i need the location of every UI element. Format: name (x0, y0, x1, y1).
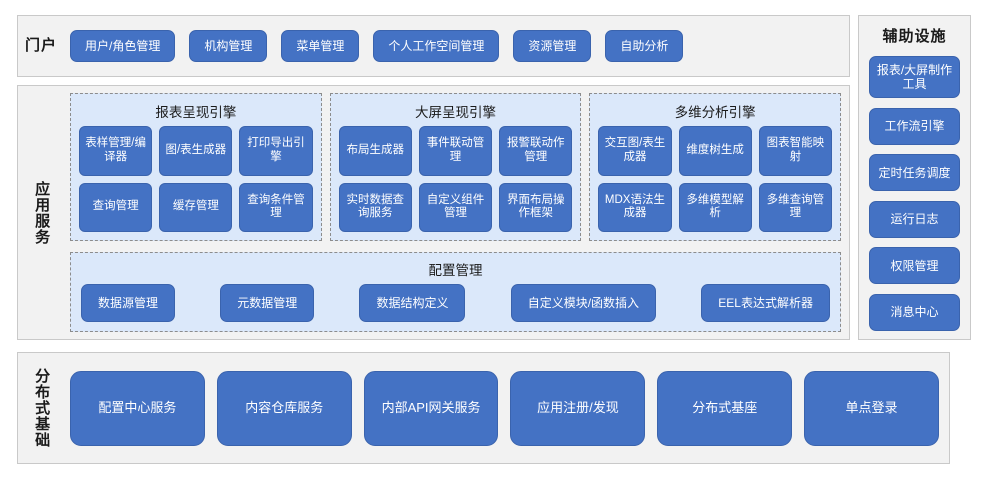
dist-item-single-sign-on[interactable]: 单点登录 (804, 370, 939, 446)
engine-item-table-template-compiler[interactable]: 表样管理/编译器 (79, 126, 153, 176)
aux-item-runtime-log[interactable]: 运行日志 (869, 200, 960, 238)
engine-item-alarm-linkage-action-management[interactable]: 报警联动作管理 (499, 126, 573, 176)
portal-item-user-role-management[interactable]: 用户/角色管理 (70, 30, 176, 62)
engine-item-event-linkage-management[interactable]: 事件联动管理 (418, 126, 493, 176)
config-item-eel-expression-parser[interactable]: EEL表达式解析器 (701, 284, 830, 322)
distributed-foundation-row: 配置中心服务 内容仓库服务 内部API网关服务 应用注册/发现 分布式基座 单点… (70, 353, 939, 463)
large-screen-rendering-engine-grid: 布局生成器 事件联动管理 报警联动作管理 实时数据查询服务 自定义组件管理 界面… (338, 126, 573, 232)
configuration-management-title: 配置管理 (428, 263, 483, 278)
config-item-custom-module-function-insertion[interactable]: 自定义模块/函数插入 (510, 284, 657, 322)
engine-item-custom-component-management[interactable]: 自定义组件管理 (418, 182, 493, 232)
engine-item-chart-intelligent-mapping[interactable]: 图表智能映射 (758, 126, 833, 176)
auxiliary-facilities-list: 报表/大屏制作工具 工作流引擎 定时任务调度 运行日志 权限管理 消息中心 (869, 56, 960, 331)
engine-item-multidimensional-query-management[interactable]: 多维查询管理 (758, 182, 833, 232)
engine-item-layout-generator[interactable]: 布局生成器 (338, 126, 412, 176)
engine-item-cache-management[interactable]: 缓存管理 (159, 182, 233, 232)
multidimensional-analysis-engine-title: 多维分析引擎 (674, 105, 756, 120)
dist-item-content-repository-service[interactable]: 内容仓库服务 (216, 370, 352, 446)
portal-section-label: 门户 (24, 37, 57, 55)
multidimensional-analysis-engine-group: 多维分析引擎 交互图/表生成器 维度树生成 图表智能映射 MDX语法生成器 多维… (589, 93, 842, 241)
report-rendering-engine-grid: 表样管理/编译器 图/表生成器 打印导出引擎 查询管理 缓存管理 查询条件管理 (79, 126, 313, 232)
engine-item-interactive-chart-table-generator[interactable]: 交互图/表生成器 (598, 126, 672, 176)
engine-item-print-export-engine[interactable]: 打印导出引擎 (239, 126, 313, 176)
config-item-datasource-management[interactable]: 数据源管理 (81, 284, 176, 322)
multidimensional-analysis-engine-grid: 交互图/表生成器 维度树生成 图表智能映射 MDX语法生成器 多维模型解析 多维… (598, 126, 833, 232)
configuration-management-row: 数据源管理 元数据管理 数据结构定义 自定义模块/函数插入 EEL表达式解析器 (81, 284, 830, 322)
portal-item-organization-management[interactable]: 机构管理 (189, 30, 268, 62)
engine-item-query-management[interactable]: 查询管理 (79, 182, 153, 232)
engine-item-chart-table-generator[interactable]: 图/表生成器 (159, 126, 233, 176)
large-screen-rendering-engine-group: 大屏呈现引擎 布局生成器 事件联动管理 报警联动作管理 实时数据查询服务 自定义… (329, 93, 582, 241)
auxiliary-facilities-section: 辅助设施 报表/大屏制作工具 工作流引擎 定时任务调度 运行日志 权限管理 消息… (858, 15, 971, 340)
dist-item-app-registration-discovery[interactable]: 应用注册/发现 (510, 370, 646, 446)
distributed-foundation-section-label: 分布式基础 (33, 368, 51, 448)
portal-item-personal-workspace-management[interactable]: 个人工作空间管理 (373, 30, 500, 62)
distributed-foundation-section: 分布式基础 配置中心服务 内容仓库服务 内部API网关服务 应用注册/发现 分布… (17, 352, 950, 464)
large-screen-rendering-engine-title: 大屏呈现引擎 (415, 105, 496, 120)
aux-item-message-center[interactable]: 消息中心 (869, 293, 960, 331)
portal-item-self-service-analysis[interactable]: 自助分析 (605, 30, 684, 62)
aux-item-scheduled-task-scheduling[interactable]: 定时任务调度 (869, 154, 960, 192)
engine-item-realtime-data-query-service[interactable]: 实时数据查询服务 (338, 182, 412, 232)
aux-item-permission-management[interactable]: 权限管理 (869, 247, 960, 285)
application-services-section: 应用服务 报表呈现引擎 表样管理/编译器 图/表生成器 打印导出引擎 查询管理 … (17, 85, 850, 340)
engine-item-ui-layout-operation-framework[interactable]: 界面布局操作框架 (499, 182, 573, 232)
engine-item-dimension-tree-generation[interactable]: 维度树生成 (678, 126, 752, 176)
application-services-section-label: 应用服务 (33, 180, 51, 245)
config-item-data-structure-definition[interactable]: 数据结构定义 (359, 284, 466, 322)
report-rendering-engine-group: 报表呈现引擎 表样管理/编译器 图/表生成器 打印导出引擎 查询管理 缓存管理 … (70, 93, 322, 241)
portal-button-row: 用户/角色管理 机构管理 菜单管理 个人工作空间管理 资源管理 自助分析 (70, 16, 841, 76)
portal-section: 门户 用户/角色管理 机构管理 菜单管理 个人工作空间管理 资源管理 自助分析 (17, 15, 850, 77)
dist-item-config-center-service[interactable]: 配置中心服务 (70, 370, 205, 446)
portal-item-menu-management[interactable]: 菜单管理 (281, 30, 360, 62)
dist-item-internal-api-gateway-service[interactable]: 内部API网关服务 (363, 370, 499, 446)
portal-item-resource-management[interactable]: 资源管理 (513, 30, 592, 62)
engine-item-mdx-syntax-generator[interactable]: MDX语法生成器 (598, 182, 672, 232)
aux-item-report-dashboard-authoring-tool[interactable]: 报表/大屏制作工具 (869, 56, 960, 98)
dist-item-distributed-base[interactable]: 分布式基座 (657, 370, 793, 446)
configuration-management-group: 配置管理 数据源管理 元数据管理 数据结构定义 自定义模块/函数插入 EEL表达… (70, 252, 841, 332)
auxiliary-facilities-title: 辅助设施 (882, 28, 947, 45)
application-services-content: 报表呈现引擎 表样管理/编译器 图/表生成器 打印导出引擎 查询管理 缓存管理 … (70, 93, 842, 332)
engine-item-query-condition-management[interactable]: 查询条件管理 (239, 182, 313, 232)
config-item-metadata-management[interactable]: 元数据管理 (220, 284, 315, 322)
aux-item-workflow-engine[interactable]: 工作流引擎 (869, 107, 960, 145)
engine-row: 报表呈现引擎 表样管理/编译器 图/表生成器 打印导出引擎 查询管理 缓存管理 … (70, 93, 842, 241)
report-rendering-engine-title: 报表呈现引擎 (155, 105, 237, 120)
engine-item-multidimensional-model-parsing[interactable]: 多维模型解析 (678, 182, 752, 232)
